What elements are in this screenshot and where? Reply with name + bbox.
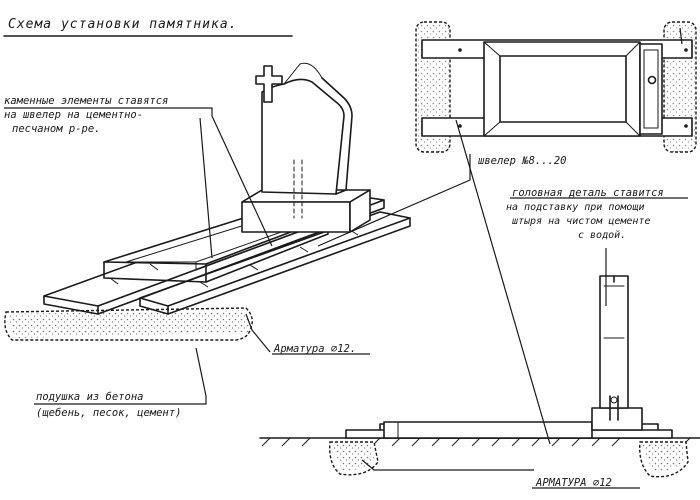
section-pedestal [591,407,643,431]
diagram-title: Схема установки памятника. [8,17,238,32]
label-cushion-line2: (щебень, песок, цемент) [36,407,181,419]
label-channel-text: швелер №8...20 [478,155,567,167]
plan-view [415,21,697,153]
label-stone-line3: песчаном р-ре. [12,123,101,135]
plan-border-inner [499,55,627,123]
plan-pin-icon [647,75,657,85]
label-cushion-line1: подушка из бетона [36,391,143,403]
label-stone-line1: каменные элементы ставятся [4,95,168,107]
label-head-line1: головная деталь ставится [512,187,664,199]
label-stone-line2: на швелер на цементно- [4,109,143,121]
section-view [259,275,700,478]
isometric-view [4,62,411,341]
label-rebar-right: АРМАТУРА ⌀12 [532,477,640,489]
label-head-detail: головная деталь ставится на подставку пр… [506,187,688,241]
label-head-line4: с водой. [578,229,626,241]
plan-border-frame [483,41,641,137]
label-head-line2: на подставку при помощи [506,202,644,213]
section-border-slab [383,421,593,439]
section-headstone [599,275,629,409]
label-head-line3: штыря на чистом цементе [512,216,650,227]
label-stone-elements: каменные элементы ставятся на швелер на … [4,95,168,135]
label-rebar-left-text: Арматура ⌀12. [273,343,356,355]
section-pin [609,395,619,421]
label-channel: швелер №8...20 [478,155,567,167]
label-rebar-right-text: АРМАТУРА ⌀12 [535,477,612,489]
iso-pin [293,159,303,219]
label-cushion: подушка из бетона (щебень, песок, цемент… [36,391,181,419]
title-block: Схема установки памятника. [3,17,293,37]
plan-headstone [639,43,663,135]
label-rebar-left: Арматура ⌀12. [272,343,370,355]
cross-icon [255,65,283,103]
leader-lines [4,27,683,471]
iso-headstone [261,78,345,195]
